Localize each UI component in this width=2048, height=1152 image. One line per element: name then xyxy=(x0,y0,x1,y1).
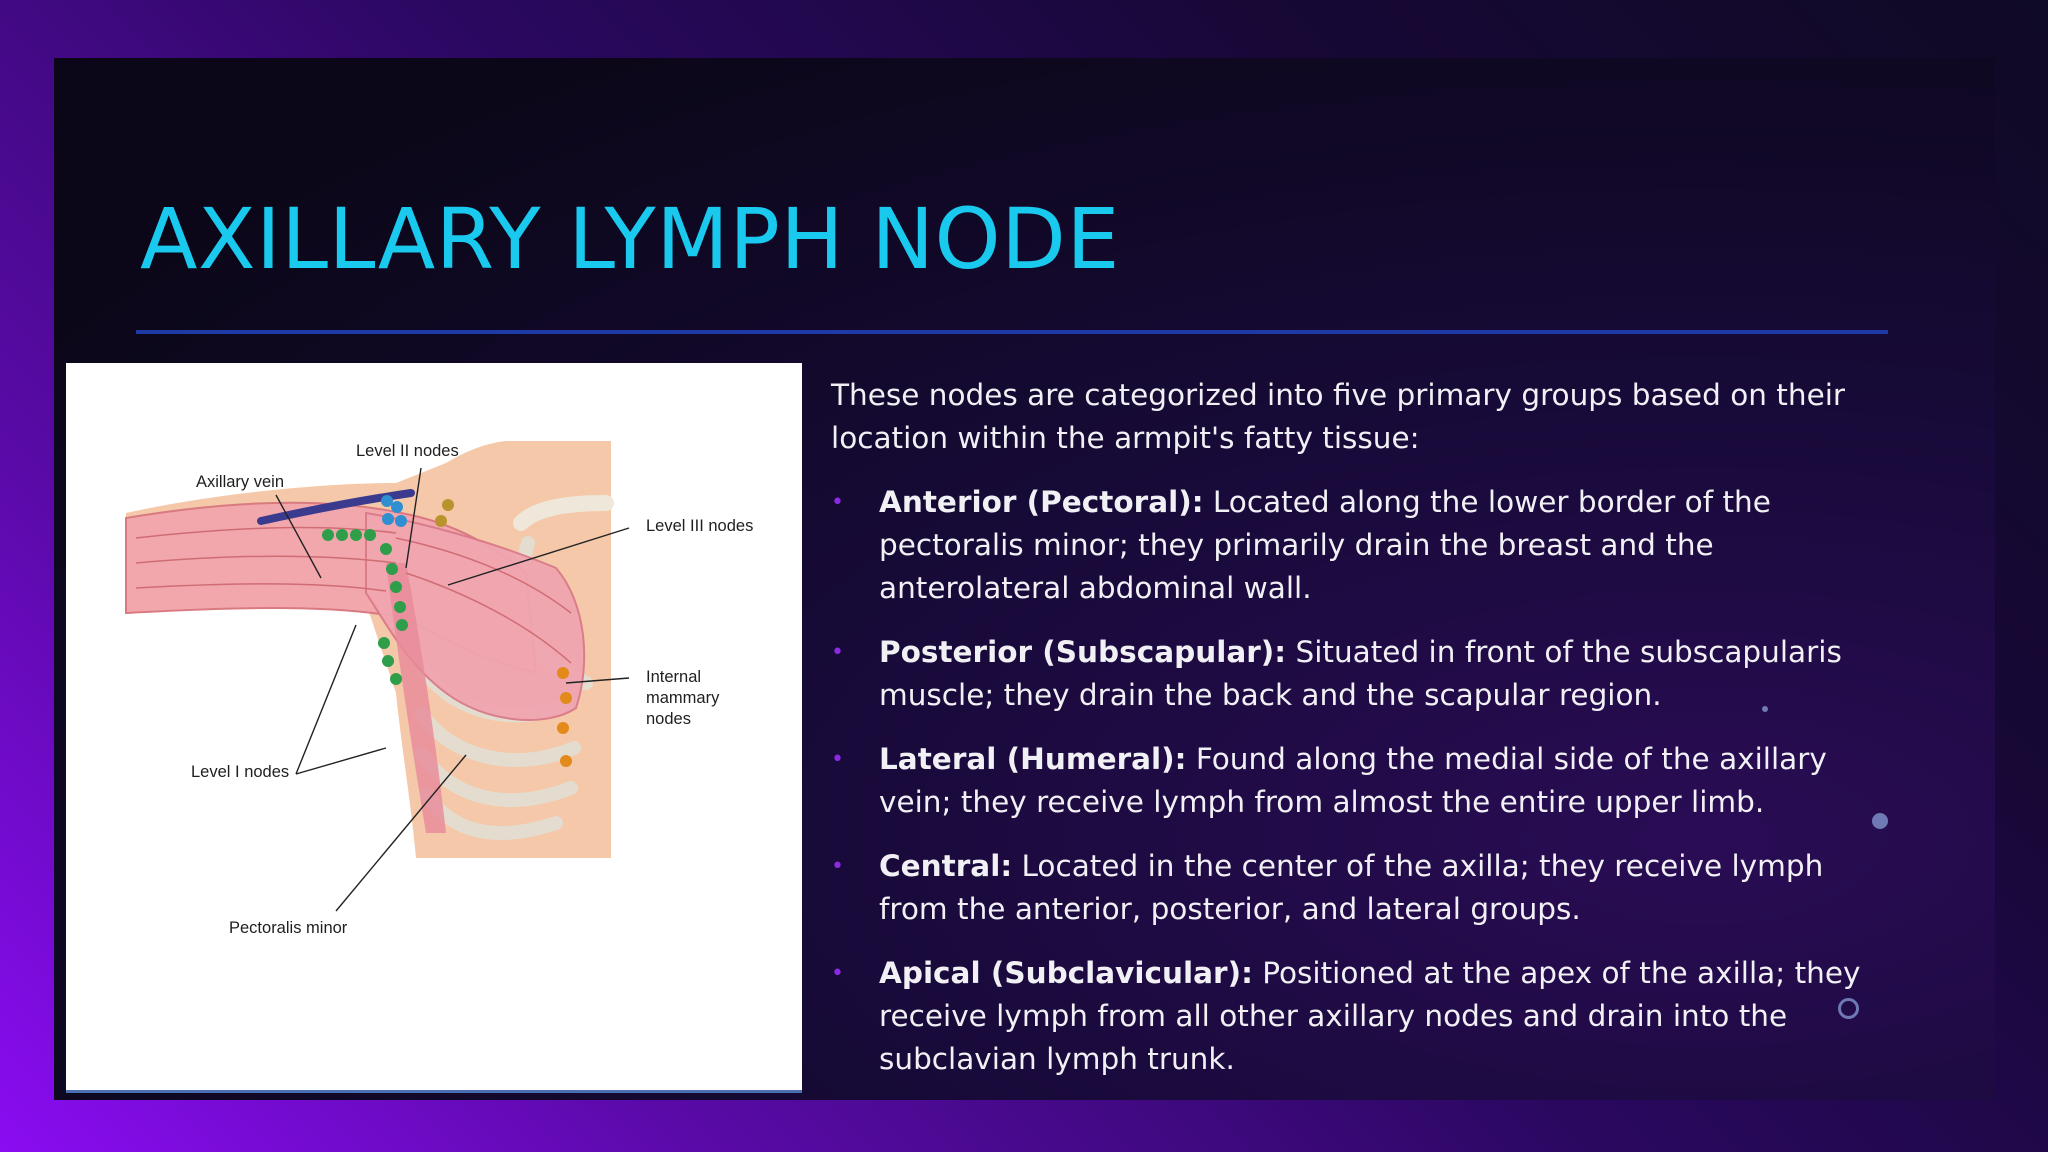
label-internal-mammary-3: nodes xyxy=(646,710,691,728)
muscle-fibers xyxy=(135,526,572,664)
list-item: • Lateral (Humeral): Found along the med… xyxy=(831,738,1881,824)
label-internal-mammary-1: Internal xyxy=(646,668,701,686)
axillary-vein xyxy=(257,489,415,525)
list-item: • Central: Located in the center of the … xyxy=(831,845,1881,931)
label-axillary-vein: Axillary vein xyxy=(196,473,284,491)
intro-paragraph: These nodes are categorized into five pr… xyxy=(831,378,1846,455)
label-level-iii-nodes: Level III nodes xyxy=(646,517,753,535)
level-iii-nodes xyxy=(435,499,454,527)
bullet-icon: • xyxy=(831,490,844,515)
clavicle xyxy=(513,495,614,531)
list-item-term: Central: xyxy=(879,849,1013,883)
list-item-text: Situated in front of the subscapularis m… xyxy=(879,635,1842,712)
list-item: • Apical (Subclavicular): Positioned at … xyxy=(831,952,1881,1081)
list-item: • Anterior (Pectoral): Located along the… xyxy=(831,481,1881,610)
body-text: These nodes are categorized into five pr… xyxy=(831,374,1881,1100)
level-i-nodes xyxy=(322,529,408,685)
decorative-dot-small xyxy=(1762,706,1768,712)
label-internal-mammary-2: mammary xyxy=(646,689,720,707)
list-item-text: Found along the medial side of the axill… xyxy=(879,742,1827,819)
leader-lines xyxy=(275,467,630,912)
node-group-list: • Anterior (Pectoral): Located along the… xyxy=(831,481,1881,1081)
label-pectoralis-minor: Pectoralis minor xyxy=(229,919,348,937)
level-ii-nodes xyxy=(381,495,407,527)
list-item-term: Lateral (Humeral): xyxy=(879,742,1187,776)
list-item-term: Posterior (Subscapular): xyxy=(879,635,1287,669)
axillary-anatomy-illustration: Level II nodes Axillary vein Level III n… xyxy=(125,441,753,937)
list-item-term: Anterior (Pectoral): xyxy=(879,485,1204,519)
bullet-icon: • xyxy=(831,640,844,665)
title-divider xyxy=(136,330,1888,334)
list-item-text: Located in the center of the axilla; the… xyxy=(879,849,1824,926)
list-item-text: Positioned at the apex of the axilla; th… xyxy=(879,956,1861,1076)
label-level-i-nodes: Level I nodes xyxy=(191,763,289,781)
list-item: • Posterior (Subscapular): Situated in f… xyxy=(831,631,1881,717)
list-item-term: Apical (Subclavicular): xyxy=(879,956,1253,990)
list-item-text: Located along the lower border of the pe… xyxy=(879,485,1771,605)
decorative-dot-medium xyxy=(1872,813,1888,829)
label-level-ii-nodes: Level II nodes xyxy=(356,442,459,460)
slide-title: AXILLARY LYMPH NODE xyxy=(140,190,1120,288)
bullet-icon: • xyxy=(831,854,844,879)
bullet-icon: • xyxy=(831,961,844,986)
slide: AXILLARY LYMPH NODE xyxy=(54,58,1995,1100)
internal-mammary-nodes xyxy=(557,667,572,767)
bullet-icon: • xyxy=(831,747,844,772)
decorative-ring xyxy=(1838,998,1859,1019)
anatomy-figure: Level II nodes Axillary vein Level III n… xyxy=(66,363,802,1093)
